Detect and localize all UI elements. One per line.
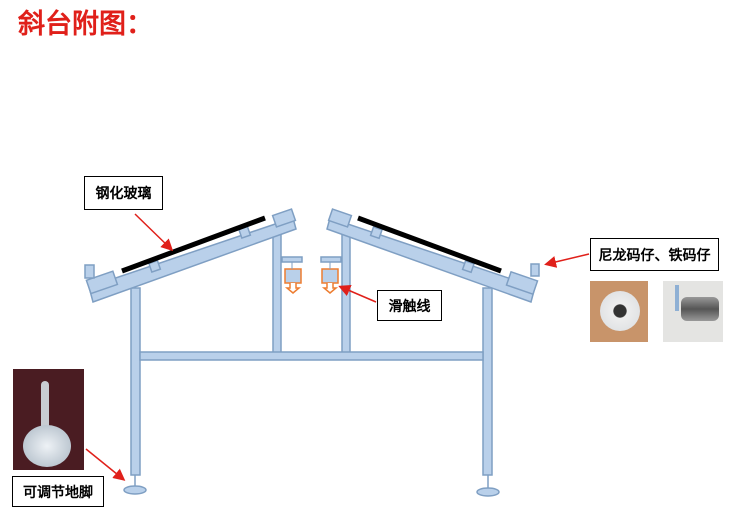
right-weight	[530, 263, 540, 277]
right-top-block	[327, 208, 353, 228]
adjustable-foot-photo	[13, 369, 84, 470]
weights-arrow	[544, 253, 590, 268]
right-glass	[357, 215, 502, 274]
left-slope-beam	[88, 217, 297, 303]
page-title: 斜台附图：	[18, 9, 153, 40]
left-foot	[123, 485, 147, 495]
left-top-block	[271, 208, 297, 228]
right-leg	[482, 287, 493, 476]
trolley-arrow	[338, 285, 377, 303]
foot-label: 可调节地脚	[12, 476, 104, 507]
right-inner-post	[341, 231, 351, 355]
left-glass	[121, 215, 266, 274]
nylon-weight-photo	[590, 281, 648, 342]
left-leg	[130, 287, 141, 476]
trolley-collector-left	[284, 268, 302, 284]
foot-arrow	[85, 448, 126, 481]
left-inner-post	[272, 231, 282, 355]
iron-weight-photo	[663, 281, 723, 342]
weights-label: 尼龙码仔、铁码仔	[590, 238, 719, 271]
cross-beam	[139, 351, 484, 361]
glass-arrow	[134, 213, 174, 252]
left-weight	[84, 264, 95, 279]
trolley-line-label: 滑触线	[377, 290, 442, 321]
right-foot	[476, 487, 500, 497]
glass-label: 钢化玻璃	[84, 176, 163, 210]
trolley-collector-right	[321, 268, 339, 284]
left-end-block	[85, 270, 119, 295]
right-end-block	[505, 270, 539, 296]
